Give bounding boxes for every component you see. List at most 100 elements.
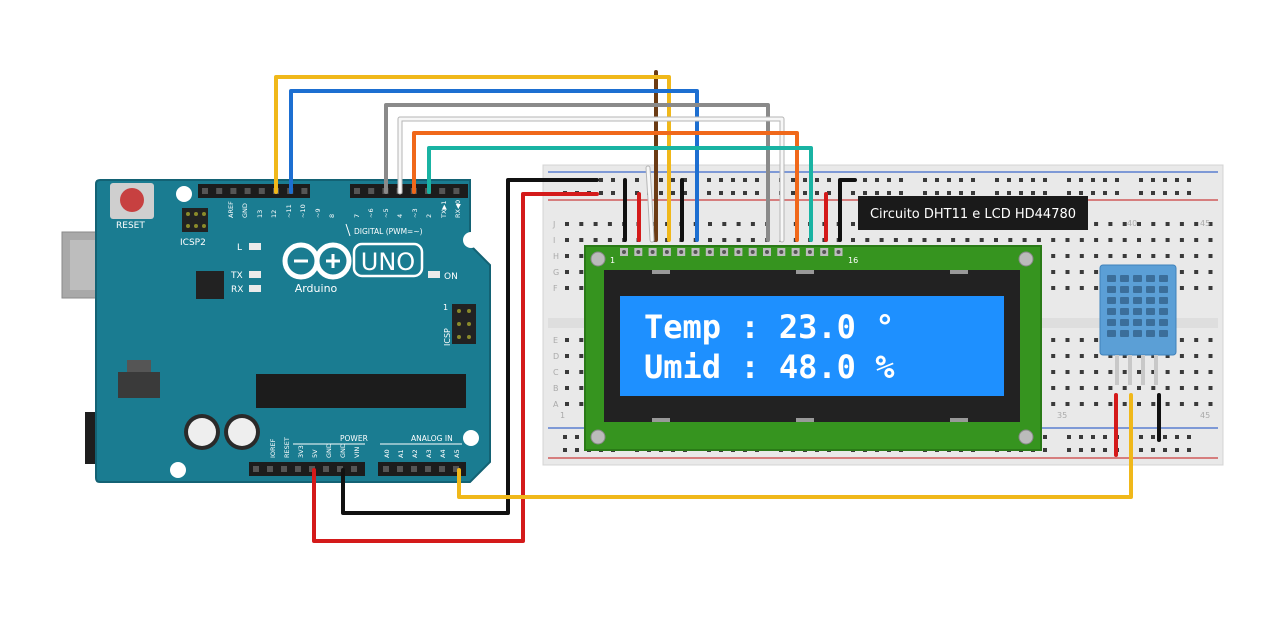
mounting-hole <box>170 462 186 478</box>
brand-label: Arduino <box>295 282 338 295</box>
analog-label: ANALOG IN <box>411 434 453 443</box>
icsp2-header <box>182 208 208 232</box>
power-header <box>249 462 365 476</box>
pin-label-4: 4 <box>396 214 404 218</box>
wire-red-5v <box>312 192 599 543</box>
led-rx-label: RX <box>231 285 243 295</box>
lcd-screen <box>620 296 1004 396</box>
row-label-a: A <box>553 400 559 409</box>
pin-label-5: ~5 <box>382 208 390 218</box>
lcd-module: 1 16 Temp : 23.0 ° Umid : 48.0 % <box>584 245 1042 451</box>
pin-label-tx1: TX▶1 <box>440 200 448 219</box>
lcd-line-1: Temp : 23.0 ° <box>644 308 894 346</box>
dht11-sensor <box>1099 264 1177 385</box>
col-number-45-top: 45 <box>1200 219 1210 228</box>
led-l <box>249 243 261 250</box>
pin-label-a3: A3 <box>425 449 433 458</box>
arduino-logo <box>282 242 352 280</box>
row-label-d: D <box>553 352 559 361</box>
pin-label-11: ~11 <box>285 204 293 218</box>
led-l-label: L <box>237 243 242 253</box>
mounting-hole <box>463 232 479 248</box>
digital-header-right <box>350 184 468 198</box>
row-label-b: B <box>553 384 559 393</box>
pin-label-rx0: RX◀0 <box>454 200 462 218</box>
wire-yellow-d12 <box>274 75 671 242</box>
row-label-j: J <box>552 220 555 229</box>
icsp-header <box>452 304 476 344</box>
caption-box: Circuito DHT11 e LCD HD44780 <box>858 196 1088 230</box>
row-label-e: E <box>553 336 558 345</box>
pin-label-10: ~10 <box>299 204 307 218</box>
lcd-mounting-hole <box>590 251 606 267</box>
pin-label-reset: RESET <box>283 437 291 458</box>
arduino-uno-board: RESET ICSP2 AREF GND 13 12 ~11 ~10 ~9 8 … <box>61 179 491 483</box>
uno-badge <box>352 242 424 278</box>
wire-gray-d5 <box>384 103 770 242</box>
pin-label-a2: A2 <box>411 449 419 458</box>
lcd-mounting-hole <box>1018 251 1034 267</box>
digital-pin-labels: AREF GND 13 12 ~11 ~10 ~9 8 7 ~6 ~5 4 ~3… <box>227 200 462 219</box>
icsp-label: ICSP <box>443 328 452 346</box>
mounting-hole <box>176 186 192 202</box>
analog-header <box>378 462 466 476</box>
wire-orange-d3 <box>412 131 799 242</box>
voltage-regulator <box>118 372 160 398</box>
pin-label-13: 13 <box>256 210 264 218</box>
breadboard-row-labels: J I H G F E D C B A <box>552 220 559 409</box>
usb-chip <box>196 271 224 299</box>
pin-label-9: ~9 <box>314 208 322 218</box>
pin-label-vin: VIN <box>353 447 361 458</box>
col-number-35: 35 <box>1057 411 1067 420</box>
icsp-pin1-label: 1 <box>443 303 448 312</box>
col-number-40: 40 <box>1127 219 1137 228</box>
wire-blue-d11 <box>289 89 699 242</box>
pin-label-8: 8 <box>328 214 336 218</box>
atmega-chip <box>256 374 466 408</box>
col-number-1: 1 <box>560 411 565 420</box>
pin-label-a1: A1 <box>397 449 405 458</box>
wire-teal-d2 <box>427 146 813 242</box>
led-rx <box>249 285 261 292</box>
lcd-mounting-hole <box>1018 429 1034 445</box>
digital-label: DIGITAL (PWM=~) <box>354 227 423 236</box>
led-on <box>428 271 440 278</box>
power-pin-labels: IOREF RESET 3V3 5V GND GND VIN <box>269 437 361 458</box>
pin-label-6: ~6 <box>367 208 375 218</box>
row-label-f: F <box>553 284 558 293</box>
model-label: UNO <box>361 248 415 276</box>
col-number-45-bottom: 45 <box>1200 411 1210 420</box>
pin-label-3: ~3 <box>411 208 419 218</box>
row-label-c: C <box>553 368 559 377</box>
pin-label-gnd1: GND <box>325 443 333 458</box>
caption-text: Circuito DHT11 e LCD HD44780 <box>870 207 1076 222</box>
row-label-g: G <box>553 268 559 277</box>
pin-label-aref: AREF <box>227 201 235 218</box>
row-label-h: H <box>553 252 559 261</box>
analog-pin-labels: A0 A1 A2 A3 A4 A5 <box>383 449 461 458</box>
lcd-mounting-hole <box>590 429 606 445</box>
reset-label: RESET <box>116 221 145 231</box>
pin-label-3v3: 3V3 <box>297 445 305 458</box>
lcd-pin-first-label: 1 <box>610 256 615 265</box>
on-label: ON <box>444 272 458 282</box>
wire-black-gnd <box>341 178 599 515</box>
lcd-pin-last-label: 16 <box>848 256 858 265</box>
wire-yellow-a5 <box>457 393 1133 499</box>
led-tx <box>249 271 261 278</box>
icsp2-label: ICSP2 <box>180 238 206 248</box>
pin-label-a4: A4 <box>439 449 447 458</box>
pin-label-gnd: GND <box>241 203 249 218</box>
power-label: POWER <box>340 434 368 443</box>
digital-header-left <box>198 184 310 198</box>
pin-label-12: 12 <box>270 210 278 218</box>
pin-label-7: 7 <box>353 214 361 218</box>
pin-label-2: 2 <box>425 214 433 218</box>
pin-label-ioref: IOREF <box>269 438 277 458</box>
pin-label-5v: 5V <box>311 449 319 458</box>
led-tx-label: TX <box>230 271 243 281</box>
lcd-line-2: Umid : 48.0 % <box>644 348 895 386</box>
wires <box>274 70 1161 543</box>
reset-button-cap[interactable] <box>120 188 144 212</box>
